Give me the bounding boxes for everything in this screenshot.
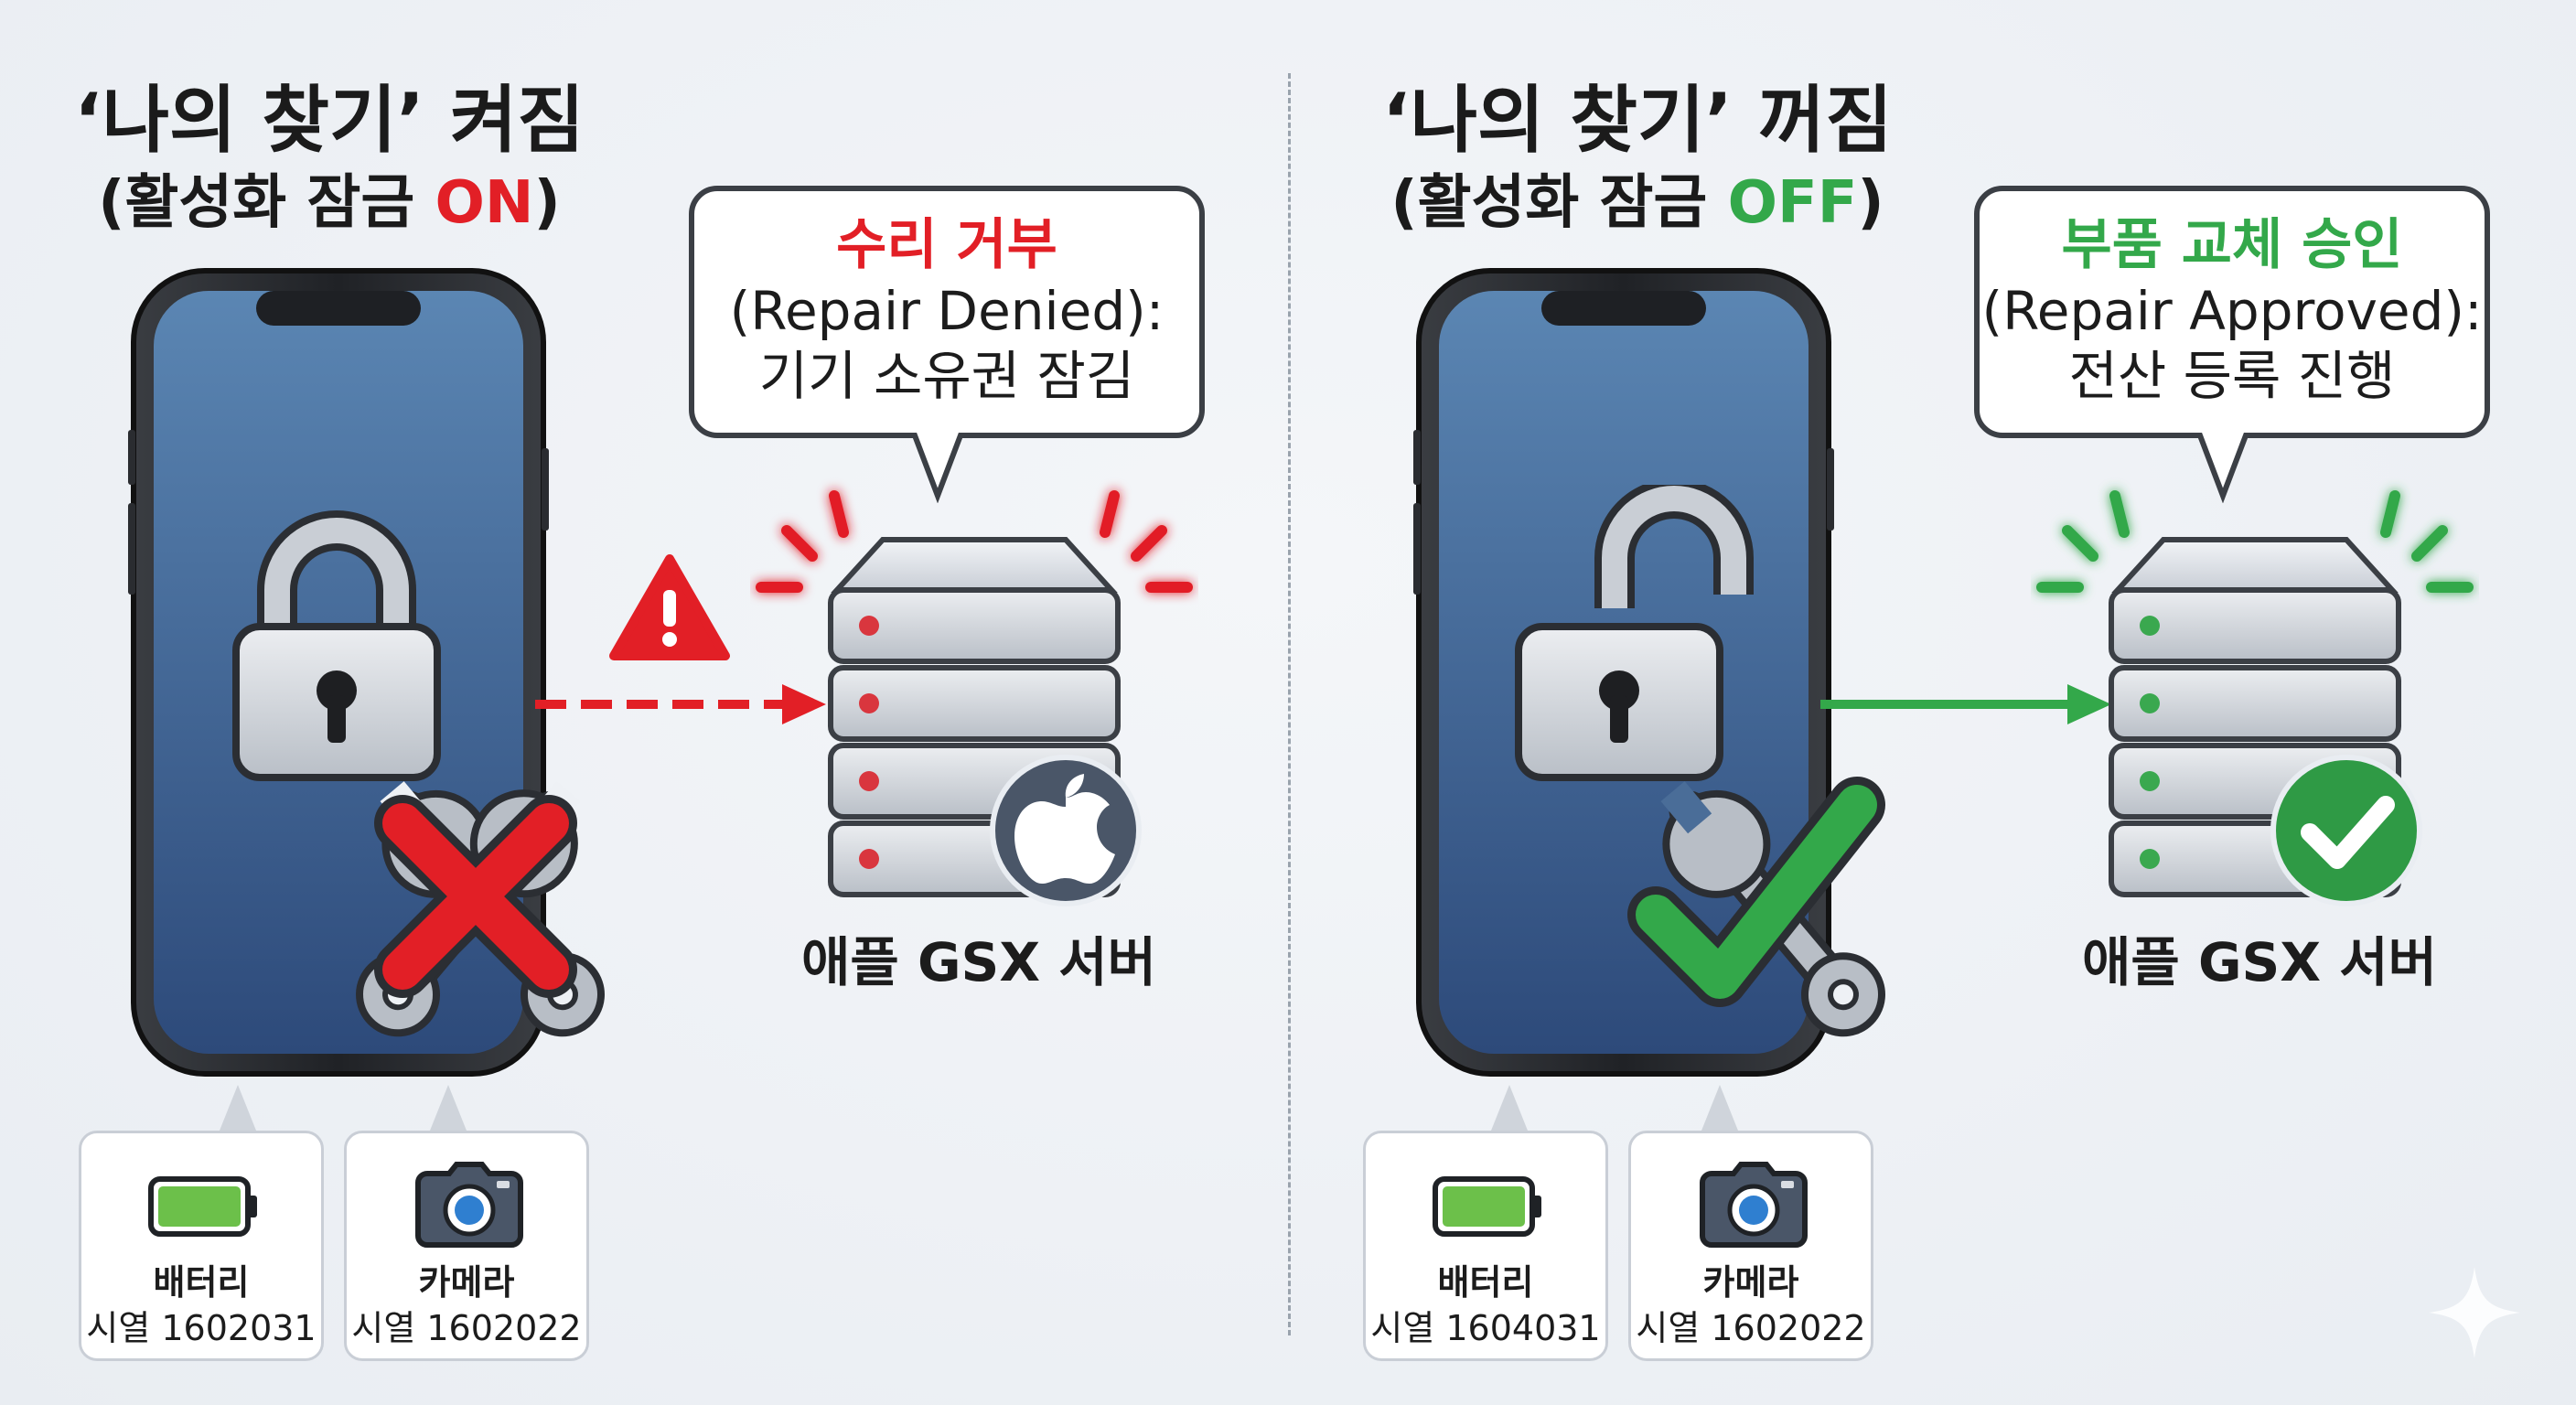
apple-logo-icon (990, 755, 1142, 906)
left-title-line2: (활성화 잠금 ON) (73, 166, 585, 240)
left-camera-serial: 시열 1602022 (351, 1308, 582, 1348)
check-mark-icon (2270, 755, 2422, 906)
padlock-unlocked-icon (1515, 485, 1754, 781)
left-state-badge: ON (435, 169, 534, 237)
right-state-badge: OFF (1727, 169, 1858, 237)
repair-denied-line: 기기 소유권 잠김 (758, 344, 1135, 407)
panel-divider (1288, 73, 1291, 1335)
right-speech-bubble (1974, 186, 2490, 503)
sparkle-icon (2429, 1267, 2520, 1358)
right-camera-name: 카메라 (1702, 1262, 1799, 1303)
left-battery-card: 배터리 시열 1602031 (79, 1131, 324, 1361)
right-title-prefix: (활성화 잠금 (1390, 169, 1728, 237)
camera-icon (1700, 1162, 1808, 1248)
right-bubble-text: 부품 교체 승인 (Repair Approved): 전산 등록 진행 (1976, 212, 2488, 409)
right-wrench-group (1627, 777, 1885, 1037)
left-card-pointers (220, 1085, 467, 1131)
repair-denied-heading: 수리 거부 (836, 213, 1057, 277)
warning-icon (609, 554, 730, 660)
right-card-pointers (1491, 1085, 1738, 1131)
left-camera-name: 카메라 (418, 1262, 515, 1303)
right-title-suffix: ) (1857, 169, 1884, 237)
padlock-locked-icon (232, 510, 441, 781)
left-title-line1: ‘나의 찾기’ 켜짐 (73, 78, 585, 163)
right-battery-name: 배터리 (1437, 1262, 1534, 1303)
right-title: ‘나의 찾기’ 꺼짐 (활성화 잠금 OFF) (1381, 75, 1894, 240)
right-title-line1: ‘나의 찾기’ 꺼짐 (1381, 78, 1894, 163)
right-camera-serial: 시열 1602022 (1636, 1308, 1866, 1348)
right-connection-arrow (1820, 684, 2111, 724)
left-bubble-text: 수리 거부 (Repair Denied): 기기 소유권 잠김 (691, 212, 1203, 409)
right-battery-serial: 시열 1604031 (1370, 1308, 1601, 1348)
right-title-line2: (활성화 잠금 OFF) (1381, 166, 1894, 240)
left-speech-bubble (689, 186, 1205, 503)
left-connection-arrow (535, 684, 826, 724)
right-server-label: 애플 GSX 서버 (2082, 931, 2437, 993)
left-camera-card: 카메라 시열 1602022 (344, 1131, 589, 1361)
left-server-icon (756, 490, 1193, 906)
right-server-icon (2036, 490, 2474, 906)
camera-icon (415, 1162, 523, 1248)
repair-approved-line: 전산 등록 진행 (2068, 344, 2396, 407)
x-mark-icon (374, 795, 577, 998)
left-title-suffix: ) (533, 169, 561, 237)
repair-approved-heading: 부품 교체 승인 (2061, 213, 2403, 277)
left-battery-name: 배터리 (153, 1262, 250, 1303)
left-title-prefix: (활성화 잠금 (98, 169, 435, 237)
left-wrench-group (356, 781, 605, 1037)
check-mark-icon (1627, 777, 1885, 1007)
left-title: ‘나의 찾기’ 켜짐 (활성화 잠금 ON) (73, 75, 585, 240)
repair-approved-sub: (Repair Approved): (1981, 280, 2483, 343)
left-battery-serial: 시열 1602031 (86, 1308, 317, 1348)
battery-icon (1433, 1176, 1541, 1237)
battery-icon (148, 1176, 257, 1237)
left-server-label: 애플 GSX 서버 (801, 931, 1156, 993)
right-camera-card: 카메라 시열 1602022 (1628, 1131, 1873, 1361)
right-battery-card: 배터리 시열 1604031 (1363, 1131, 1608, 1361)
repair-denied-sub: (Repair Denied): (729, 280, 1165, 343)
